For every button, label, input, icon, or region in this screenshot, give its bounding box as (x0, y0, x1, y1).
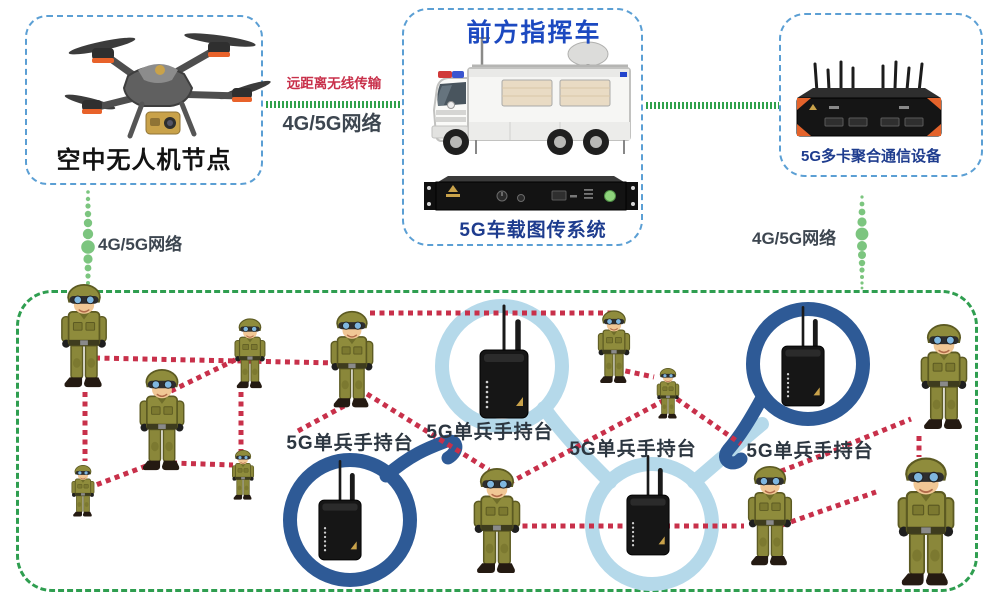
rack-device-label: 5G车载图传系统 (459, 220, 607, 241)
soldier-icon (920, 324, 968, 430)
soldier-icon (71, 465, 95, 517)
network-label-center: 4G/5G网络 (282, 113, 382, 135)
handheld-label-2: 5G单兵手持台 (426, 422, 554, 443)
soldier-icon (897, 457, 955, 587)
soldier-icon (234, 318, 266, 389)
command-truck-icon (431, 37, 631, 155)
soldier-icon (60, 284, 108, 388)
soldier-icon (747, 465, 793, 567)
soldier-icon (473, 468, 521, 574)
link-arc (719, 389, 770, 470)
rack-transmitter-icon (424, 176, 638, 211)
drone-icon (64, 33, 271, 139)
handheld-label-4: 5G单兵手持台 (746, 441, 874, 462)
network-label-right: 4G/5G网络 (752, 229, 837, 248)
link-ring (283, 453, 417, 587)
command-vehicle-box (402, 8, 643, 246)
link-router-to-mesh (855, 195, 869, 290)
handheld-radio-icon (782, 307, 824, 406)
link-drone-to-vehicle (266, 101, 400, 108)
soldier-icon (231, 449, 255, 500)
handheld-label-1: 5G单兵手持台 (286, 433, 414, 454)
long-range-link-label: 远距离无线传输 (286, 76, 382, 91)
handheld-label-3: 5G单兵手持台 (569, 439, 697, 460)
drone-node-label: 空中无人机节点 (56, 147, 232, 174)
soldier-icon (139, 368, 185, 471)
command-vehicle-title: 前方指挥车 (466, 19, 602, 47)
aggregation-router-icon (796, 60, 942, 137)
link-ring (435, 299, 569, 433)
soldier-icon (330, 310, 374, 409)
link-arc (379, 434, 463, 483)
network-label-left: 4G/5G网络 (98, 235, 183, 254)
link-ring (746, 302, 870, 426)
soldier-mesh-box (16, 290, 978, 592)
drone-node-box (25, 15, 263, 185)
link-drone-to-mesh (81, 190, 95, 291)
link-vehicle-to-router (646, 102, 779, 109)
router-device-label: 5G多卡聚合通信设备 (800, 148, 942, 165)
soldier-icon (656, 367, 680, 419)
soldier-icon (597, 310, 631, 384)
aggregation-device-box (779, 13, 983, 177)
handheld-radio-icon (480, 306, 528, 418)
handheld-radio-icon (319, 461, 361, 560)
